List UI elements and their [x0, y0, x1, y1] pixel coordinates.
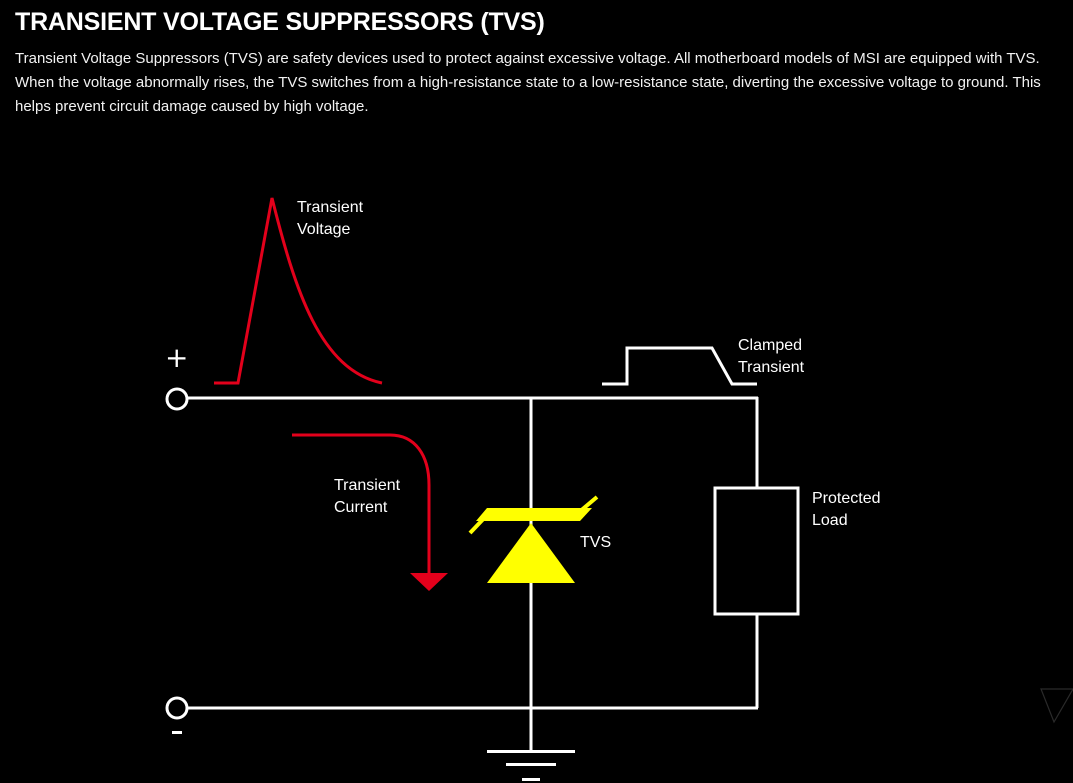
page-description: Transient Voltage Suppressors (TVS) are … [15, 50, 1041, 115]
tvs-cathode-wing-right [576, 495, 599, 515]
chevron-down-icon [1040, 688, 1073, 724]
scroll-down-button[interactable] [1040, 688, 1073, 724]
transient-voltage-label-line1: Transient [297, 199, 364, 216]
negative-terminal-sign [172, 731, 182, 734]
tvs-cathode-wing-left [468, 511, 491, 535]
negative-terminal [165, 696, 189, 720]
clamped-transient-label-line2: Transient [738, 359, 805, 376]
clamped-transient-waveform [602, 346, 757, 386]
clamped-transient-label-line1: Clamped [738, 337, 802, 354]
protected-load-label-line2: Load [812, 512, 848, 529]
transient-voltage-label-line2: Voltage [297, 221, 350, 238]
ground-icon [487, 750, 575, 781]
transient-current-label-line2: Current [334, 499, 388, 516]
protected-load [713, 486, 800, 616]
tvs-label: TVS [580, 534, 611, 551]
transient-current-label-line1: Transient [334, 477, 401, 494]
positive-terminal [165, 387, 189, 411]
tvs-anode-triangle [487, 523, 575, 583]
transient-current-arrow-path [292, 433, 431, 575]
tvs-cathode-bar [476, 508, 592, 521]
transient-voltage-waveform [214, 197, 383, 385]
page-title: TRANSIENT VOLTAGE SUPPRESSORS (TVS) [15, 8, 545, 36]
protected-load-label-line1: Protected [812, 490, 880, 507]
transient-current-arrowhead [410, 573, 448, 591]
positive-terminal-sign: + [165, 341, 188, 374]
tvs-diode [468, 495, 599, 583]
